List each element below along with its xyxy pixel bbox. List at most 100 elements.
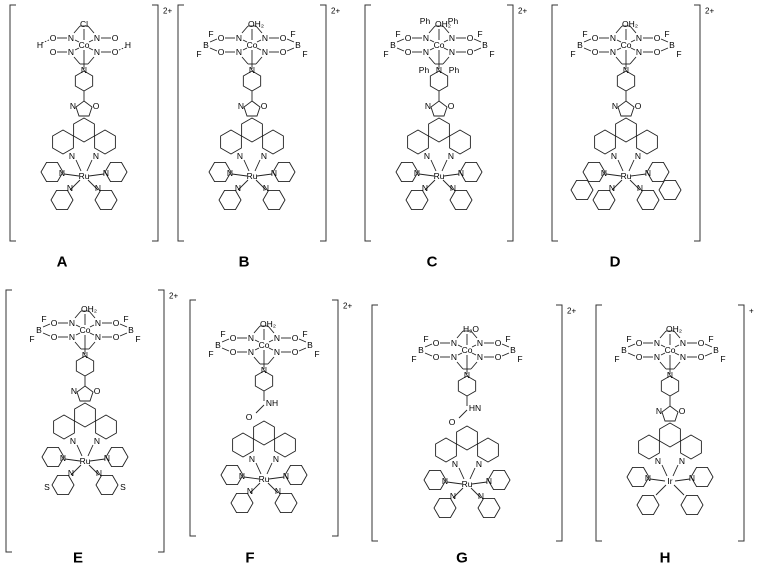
imine-bond: [73, 25, 81, 34]
co-n-bond: [630, 47, 636, 51]
co-n-bond: [616, 47, 622, 51]
coord-bond: [86, 159, 93, 172]
nitrogen-atom: N: [95, 332, 101, 342]
b-o-bond: [627, 343, 636, 348]
compound-label: H: [660, 550, 671, 567]
phen-central-ring: [659, 422, 681, 448]
ancillary-ring-lower: [477, 498, 501, 518]
amide-nh: NH: [266, 398, 278, 408]
coord-bond: [630, 173, 647, 177]
oxazole-n: N: [612, 101, 618, 111]
b-o-bond: [119, 323, 128, 328]
charge-label: 2+: [163, 7, 172, 16]
ancillary-ring-upper: [423, 470, 447, 490]
fluorine-atom: F: [220, 329, 225, 339]
ancillary-n: N: [227, 168, 233, 178]
oxygen-atom: O: [50, 33, 57, 43]
ancillary-ring-upper: [459, 162, 483, 182]
imine-bond: [253, 356, 261, 365]
cobalt-atom: Co: [434, 40, 445, 50]
imine-bond: [73, 56, 81, 65]
coord-bond: [64, 458, 81, 462]
coord-bond: [231, 173, 248, 177]
compound-label: A: [57, 254, 68, 271]
oxygen-atom: O: [230, 333, 237, 343]
oxygen-atom: O: [218, 33, 225, 43]
imine-bond: [74, 310, 82, 319]
b-o-bond: [298, 347, 307, 352]
coord-bond: [266, 462, 273, 475]
oxygen-atom: O: [495, 338, 502, 348]
oxazole-n: N: [238, 101, 244, 111]
coord-bond: [661, 464, 668, 477]
nitrogen-atom: N: [449, 33, 455, 43]
phen-n: N: [452, 459, 458, 469]
imine-bond: [87, 56, 95, 65]
imine-bond: [615, 25, 623, 34]
pyridine-n: N: [623, 65, 629, 75]
h-bond: [118, 46, 127, 51]
oxygen-atom: O: [112, 33, 119, 43]
boron-atom: B: [621, 345, 627, 355]
bottom-metal: Ir: [667, 476, 672, 486]
imine-bond: [253, 325, 261, 334]
coord-bond: [243, 476, 260, 480]
axial-ligand: H₂O: [463, 324, 479, 334]
fluorine-atom: F: [196, 49, 201, 59]
nitrogen-atom: N: [610, 47, 616, 57]
b-o-bond: [42, 332, 51, 337]
boron-atom: B: [36, 325, 42, 335]
oxazole-n: N: [71, 386, 77, 396]
phenyl-label: Ph: [448, 16, 459, 26]
amide-bond: [255, 404, 265, 414]
nitrogen-atom: N: [262, 33, 268, 43]
coord-bond: [649, 478, 666, 482]
imine-bond: [673, 361, 681, 370]
co-n-bond: [89, 332, 95, 336]
oxygen-atom: O: [280, 47, 287, 57]
b-o-bond: [704, 352, 713, 357]
nitrogen-atom: N: [69, 332, 75, 342]
sulfur-atom: S: [44, 482, 50, 492]
phen-n: N: [679, 456, 685, 466]
oxygen-atom: O: [51, 318, 58, 328]
fluorine-atom: F: [135, 334, 140, 344]
coord-bond: [469, 467, 476, 480]
ancillary-ring-fused: [570, 180, 594, 200]
ancillary-ring-upper: [395, 162, 419, 182]
b-o-bond: [660, 47, 669, 52]
nitrogen-atom: N: [654, 338, 660, 348]
ancillary-n: N: [239, 471, 245, 481]
b-o-bond: [286, 47, 295, 52]
ancillary-n: N: [442, 476, 448, 486]
imine-bond: [470, 330, 478, 339]
co-n-bond: [471, 344, 477, 348]
ancillary-ring-upper: [104, 162, 128, 182]
phen-central-ring: [74, 402, 96, 428]
imine-bond: [428, 56, 436, 65]
right-bracket: [320, 4, 327, 242]
fluorine-atom: F: [411, 354, 416, 364]
phen-central-ring: [241, 117, 263, 143]
imine-bond: [428, 25, 436, 34]
imine-bond: [629, 56, 637, 65]
oxygen-atom: O: [292, 333, 299, 343]
phen-n: N: [249, 454, 255, 464]
axial-ligand: OH₂: [81, 304, 97, 314]
b-o-bond: [221, 347, 230, 352]
ancillary-ring-lower: [94, 190, 118, 210]
imine-bond: [255, 25, 263, 34]
fluorine-atom: F: [664, 29, 669, 39]
phen-n: N: [424, 151, 430, 161]
cobalt-atom: Co: [621, 40, 632, 50]
phen-right-ring: [94, 129, 116, 155]
sulfur-atom: S: [120, 482, 126, 492]
co-n-bond: [429, 39, 435, 43]
coord-bond: [629, 179, 641, 191]
imine-bond: [88, 310, 96, 319]
coord-bond: [424, 179, 436, 191]
ancillary-n: N: [67, 183, 73, 193]
co-n-bond: [429, 47, 435, 51]
ancillary-n: N: [247, 486, 253, 496]
